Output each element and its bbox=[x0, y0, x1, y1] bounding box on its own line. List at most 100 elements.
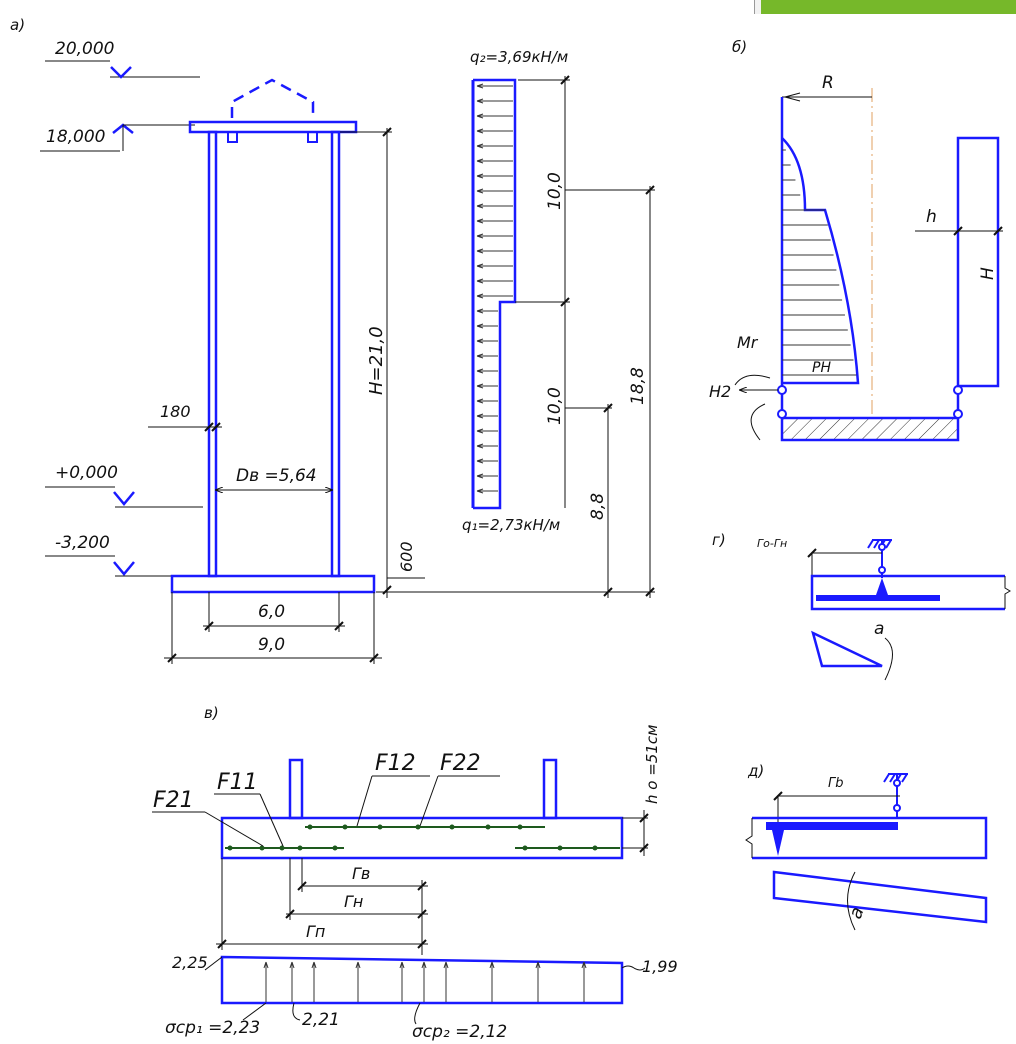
load-arrow-head bbox=[476, 460, 484, 464]
svg-text:H=21,0: H=21,0 bbox=[366, 326, 387, 395]
right-wall-section bbox=[956, 136, 1000, 388]
dome-outline bbox=[230, 78, 315, 118]
svg-text:20,000: 20,000 bbox=[55, 39, 114, 59]
svg-text:9,0: 9,0 bbox=[258, 635, 285, 655]
svg-text:F21: F21 bbox=[153, 788, 194, 813]
svg-text:18,000: 18,000 bbox=[46, 127, 105, 147]
inner-width-dim: 6,0 bbox=[203, 592, 345, 632]
load-arrow-head bbox=[476, 473, 484, 477]
load-arrow-head bbox=[476, 475, 484, 479]
load-arrow-head bbox=[476, 293, 484, 297]
load-arrow-head bbox=[476, 250, 484, 254]
load-arrow-head bbox=[476, 295, 484, 299]
load-arrow-head bbox=[476, 115, 484, 119]
svg-text:+0,000: +0,000 bbox=[55, 463, 118, 483]
load-arrow-head bbox=[476, 400, 484, 404]
pressure-arrow-head bbox=[401, 961, 405, 969]
rebar-dot bbox=[332, 845, 338, 851]
svg-text:-3,200: -3,200 bbox=[55, 533, 110, 553]
load-arrow-head bbox=[476, 233, 484, 237]
roof-plate bbox=[188, 120, 358, 134]
rebar-dot bbox=[522, 845, 528, 851]
svg-text:F11: F11 bbox=[217, 770, 258, 795]
pressure-arrow-head bbox=[313, 961, 317, 969]
foundation-hatched bbox=[780, 416, 960, 442]
panel-g: г) Го-Гн a bbox=[712, 531, 1011, 681]
pressure-arrow-head bbox=[399, 961, 403, 969]
load-arrow-head bbox=[476, 188, 484, 192]
svg-text:F12: F12 bbox=[375, 751, 416, 776]
load-arrow-head bbox=[476, 263, 484, 267]
svg-text:q₂=3,69кН/м: q₂=3,69кН/м bbox=[470, 48, 568, 66]
load-arrow-head bbox=[476, 100, 484, 104]
load-arrow-head bbox=[476, 98, 484, 102]
rebar-dot bbox=[485, 824, 491, 830]
load-arrow-head bbox=[476, 130, 484, 134]
rebar-dot bbox=[307, 824, 313, 830]
load-arrow-head bbox=[476, 430, 484, 434]
wind-load-diagram: q₂=3,69кН/м q₁=2,73кН/м 10,0 10,0 18,8 8… bbox=[462, 48, 655, 598]
pressure-arrow-head bbox=[583, 961, 587, 969]
rebar-dot bbox=[557, 845, 563, 851]
corner-decoration bbox=[761, 0, 1016, 14]
wall-thickness-dim: 180 bbox=[148, 402, 222, 432]
foundation-slab bbox=[170, 574, 376, 594]
svg-text:Гв: Гв bbox=[352, 864, 370, 883]
soil-pressure-diagram bbox=[220, 955, 624, 1005]
load-arrow-head bbox=[476, 190, 484, 194]
svg-text:h o =51см: h o =51см bbox=[643, 725, 661, 804]
svg-text:R: R bbox=[822, 73, 834, 93]
pressure-arrow-head bbox=[491, 961, 495, 969]
panel-d-label: д) bbox=[747, 762, 764, 780]
pressure-curve bbox=[781, 137, 860, 385]
moment-diagram-d bbox=[772, 870, 988, 924]
load-arrow-head bbox=[476, 235, 484, 239]
load-arrow-head bbox=[476, 370, 484, 374]
svg-text:a: a bbox=[874, 619, 884, 639]
base-slab-section bbox=[220, 816, 624, 860]
elevation-bottom: -3,200 bbox=[45, 533, 172, 577]
load-arrow-head bbox=[476, 265, 484, 269]
pressure-arrow-head bbox=[263, 961, 267, 969]
load-arrow-head bbox=[476, 220, 484, 224]
svg-text:600: 600 bbox=[397, 541, 416, 572]
panel-v: в) F21 F11 F12 F22 h o =51см bbox=[152, 704, 678, 1042]
rebar-dot bbox=[259, 845, 265, 851]
panel-a-label: a) bbox=[10, 16, 25, 34]
svg-text:h: h bbox=[926, 207, 937, 227]
pressure-arrow-head bbox=[311, 961, 315, 969]
svg-text:10,0: 10,0 bbox=[545, 172, 565, 210]
height-dim: H=21,0 bbox=[340, 127, 392, 598]
load-arrow-head bbox=[476, 398, 484, 402]
load-arrow-head bbox=[476, 383, 484, 387]
svg-text:Гb: Гb bbox=[828, 776, 844, 791]
svg-text:2,25: 2,25 bbox=[172, 953, 208, 972]
pressure-arrow-head bbox=[421, 961, 425, 969]
pressure-arrow-head bbox=[535, 961, 539, 969]
rebar-dot bbox=[342, 824, 348, 830]
load-arrow-head bbox=[476, 413, 484, 417]
svg-text:σср₂ =2,12: σср₂ =2,12 bbox=[412, 1022, 507, 1042]
load-arrow-head bbox=[476, 145, 484, 149]
load-arrow-head bbox=[476, 278, 484, 282]
load-arrow-head bbox=[476, 203, 484, 207]
pressure-arrow-head bbox=[289, 961, 293, 969]
pressure-arrow-head bbox=[423, 961, 427, 969]
load-arrow-head bbox=[476, 173, 484, 177]
load-arrow-head bbox=[476, 353, 484, 357]
panel-v-label: в) bbox=[204, 704, 219, 722]
rebar-dot bbox=[297, 845, 303, 851]
pressure-arrow-head bbox=[445, 961, 449, 969]
panel-b: б) R PH h H Mr H2 bbox=[709, 38, 1003, 442]
outer-width-dim: 9,0 bbox=[164, 592, 382, 664]
load-arrow-head bbox=[476, 340, 484, 344]
load-arrow-head bbox=[476, 308, 484, 312]
rebar-dot bbox=[227, 845, 233, 851]
pressure-arrow-head bbox=[581, 961, 585, 969]
load-arrow-head bbox=[476, 443, 484, 447]
pressure-arrow-head bbox=[489, 961, 493, 969]
elevation-zero: +0,000 bbox=[45, 463, 203, 508]
load-arrow-head bbox=[476, 205, 484, 209]
load-arrow-head bbox=[476, 83, 484, 87]
